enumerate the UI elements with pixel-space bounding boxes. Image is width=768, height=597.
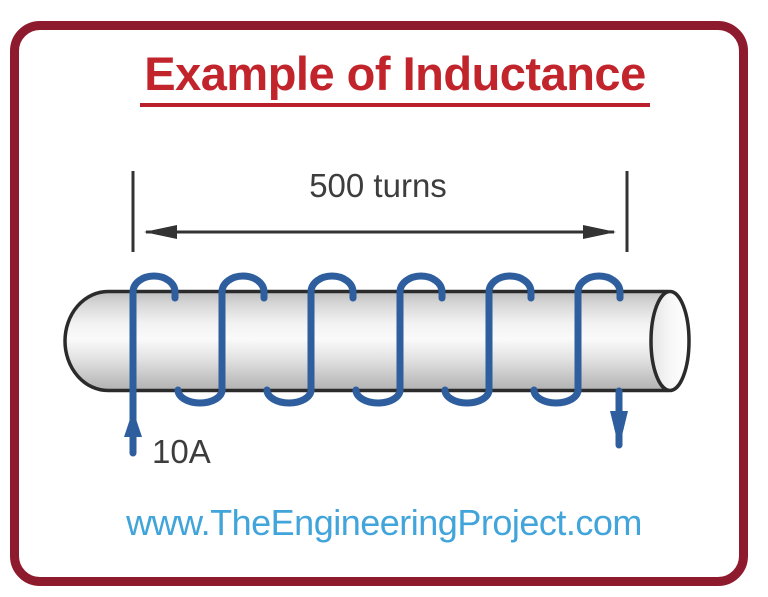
footer-area: www.TheEngineeringProject.com [0,502,768,544]
current-label: 10A [152,433,211,470]
coil-bottom-arc-4 [441,386,493,407]
website-watermark: www.TheEngineeringProject.com [126,502,642,543]
coil-turn-3 [307,272,357,395]
coil-turn-6 [574,272,624,395]
current-arrows [124,410,628,448]
coil-bottom-arc-3 [352,386,404,407]
turns-label: 500 turns [309,167,447,204]
coil-turn-5 [485,272,535,395]
coil-bottom-arc-2 [263,386,315,407]
cylinder-end-cap [649,289,691,393]
page-title: Example of Inductance [140,48,650,107]
coil-turn-4 [396,272,446,395]
coil-turn-2 [218,272,268,395]
coil-turn-1-with-lead-in [129,272,179,457]
dimension-arrowhead-right [583,225,616,239]
current-in-arrowhead [124,410,142,437]
dimension-arrowhead-left [144,225,177,239]
cylinder-core [63,289,691,393]
coil-winding [129,272,624,457]
cylinder-body [63,289,670,393]
coil-bottom-arc-5 [530,386,582,407]
current-out-arrowhead [610,411,628,448]
title-area: Example of Inductance [0,48,768,107]
turns-dimension: 500 turns [131,167,629,252]
coil-bottom-arc-1 [174,386,226,407]
